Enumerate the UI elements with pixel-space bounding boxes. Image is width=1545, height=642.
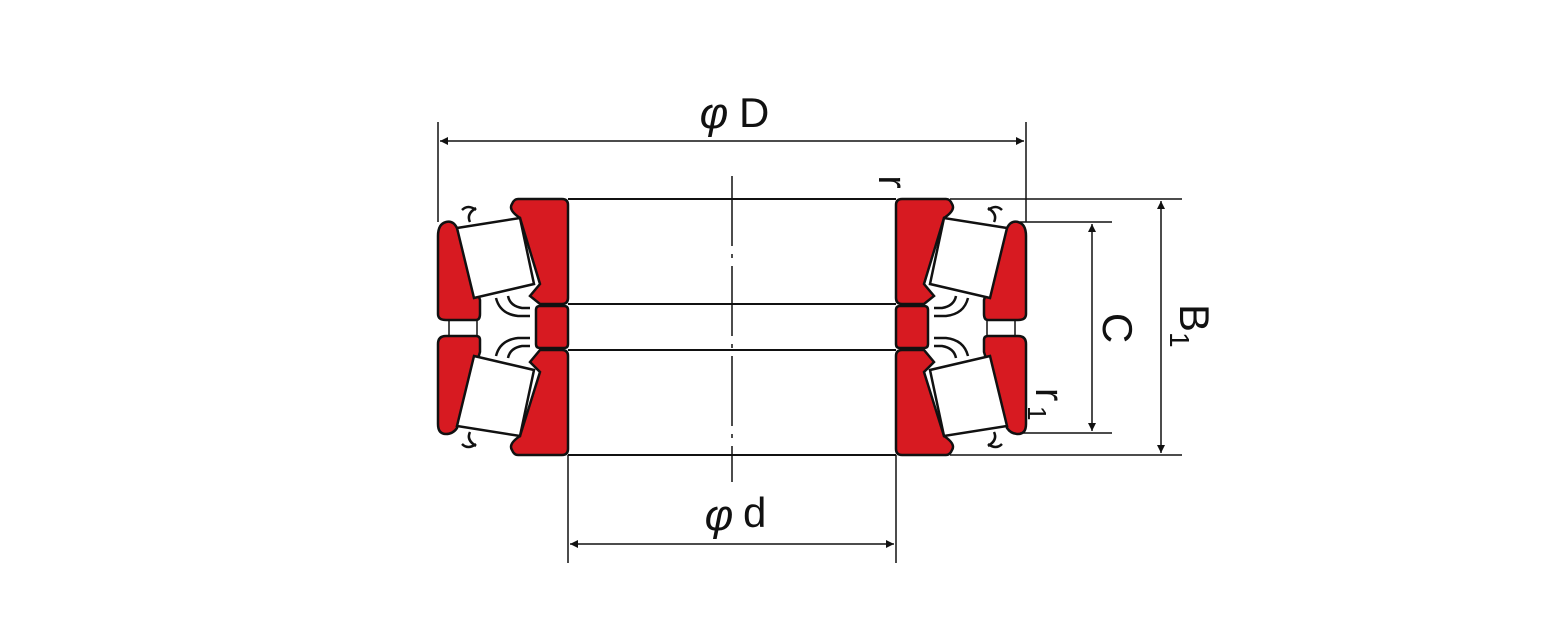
- height-b1-dimension: B 1: [950, 198, 1218, 456]
- left-upper-cage: [461, 205, 530, 318]
- height-c-dimension: C: [1020, 221, 1141, 434]
- chamfer-r1-subscript: 1: [1022, 406, 1052, 420]
- chamfer-r1-label: r: [1027, 388, 1071, 401]
- height-b1-label: B: [1171, 304, 1218, 332]
- outer-diameter-label: D: [739, 89, 769, 136]
- left-lower-housing-washer: [436, 334, 482, 436]
- right-housing-spacer: [986, 319, 1016, 337]
- right-bearing-section: [894, 197, 1028, 457]
- bore-diameter-label: d: [743, 489, 766, 536]
- right-upper-roller: [928, 216, 1009, 300]
- chamfer-r-label: r: [870, 175, 914, 188]
- height-c-label: C: [1094, 313, 1141, 343]
- left-upper-roller: [455, 216, 536, 300]
- right-lower-housing-washer: [982, 334, 1028, 436]
- right-center-shaft-washer: [894, 304, 930, 350]
- right-upper-cage: [934, 205, 1003, 318]
- left-upper-shaft-washer: [509, 197, 570, 306]
- right-upper-shaft-washer: [894, 197, 955, 306]
- right-lower-roller: [928, 354, 1009, 438]
- left-bearing-section: [436, 197, 570, 457]
- bore-diameter-symbol: φ: [705, 491, 734, 540]
- left-housing-spacer: [448, 319, 478, 337]
- bore-diameter-dimension: φ d: [567, 455, 897, 563]
- right-lower-cage: [934, 336, 1003, 449]
- left-center-shaft-washer: [534, 304, 570, 350]
- left-lower-cage: [461, 336, 530, 449]
- right-lower-shaft-washer: [894, 348, 955, 457]
- outer-diameter-symbol: φ: [700, 89, 729, 138]
- outer-diameter-dimension: φ D: [437, 89, 1027, 222]
- height-b1-subscript: 1: [1164, 332, 1195, 348]
- left-lower-roller: [455, 354, 536, 438]
- left-lower-shaft-washer: [509, 348, 570, 457]
